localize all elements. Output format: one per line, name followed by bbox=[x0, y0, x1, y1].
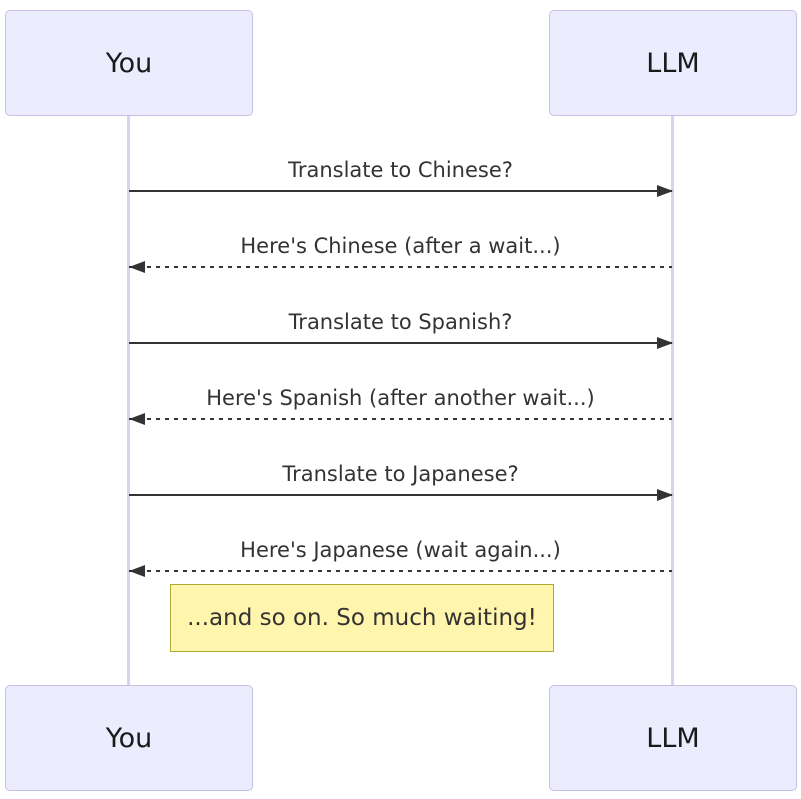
actor-you-bottom-label: You bbox=[105, 722, 153, 754]
arrowhead-right-icon bbox=[657, 337, 673, 349]
arrowhead-right-icon bbox=[657, 185, 673, 197]
solid-arrow-line bbox=[129, 494, 672, 496]
actor-llm-top: LLM bbox=[549, 10, 797, 116]
actor-you-bottom: You bbox=[5, 685, 253, 791]
message-text: Here's Spanish (after another wait...) bbox=[206, 386, 595, 410]
actor-llm-bottom: LLM bbox=[549, 685, 797, 791]
message-text: Translate to Japanese? bbox=[282, 462, 519, 486]
arrowhead-left-icon bbox=[129, 413, 145, 425]
dashed-arrow-line bbox=[129, 418, 672, 420]
lifeline-you bbox=[127, 115, 130, 685]
message-text: Here's Chinese (after a wait...) bbox=[240, 234, 561, 258]
arrowhead-left-icon bbox=[129, 565, 145, 577]
message-text: Here's Japanese (wait again...) bbox=[240, 538, 561, 562]
note-box: ...and so on. So much waiting! bbox=[170, 584, 554, 652]
dashed-arrow-line bbox=[129, 266, 672, 268]
actor-llm-bottom-label: LLM bbox=[646, 722, 700, 754]
arrowhead-left-icon bbox=[129, 261, 145, 273]
message-text: Translate to Chinese? bbox=[288, 158, 513, 182]
solid-arrow-line bbox=[129, 342, 672, 344]
note-text: ...and so on. So much waiting! bbox=[187, 605, 537, 631]
dashed-arrow-line bbox=[129, 570, 672, 572]
arrowhead-right-icon bbox=[657, 489, 673, 501]
actor-llm-top-label: LLM bbox=[646, 47, 700, 79]
message-text: Translate to Spanish? bbox=[288, 310, 513, 334]
actor-you-top: You bbox=[5, 10, 253, 116]
actor-you-top-label: You bbox=[105, 47, 153, 79]
solid-arrow-line bbox=[129, 190, 672, 192]
lifeline-llm bbox=[671, 115, 674, 685]
